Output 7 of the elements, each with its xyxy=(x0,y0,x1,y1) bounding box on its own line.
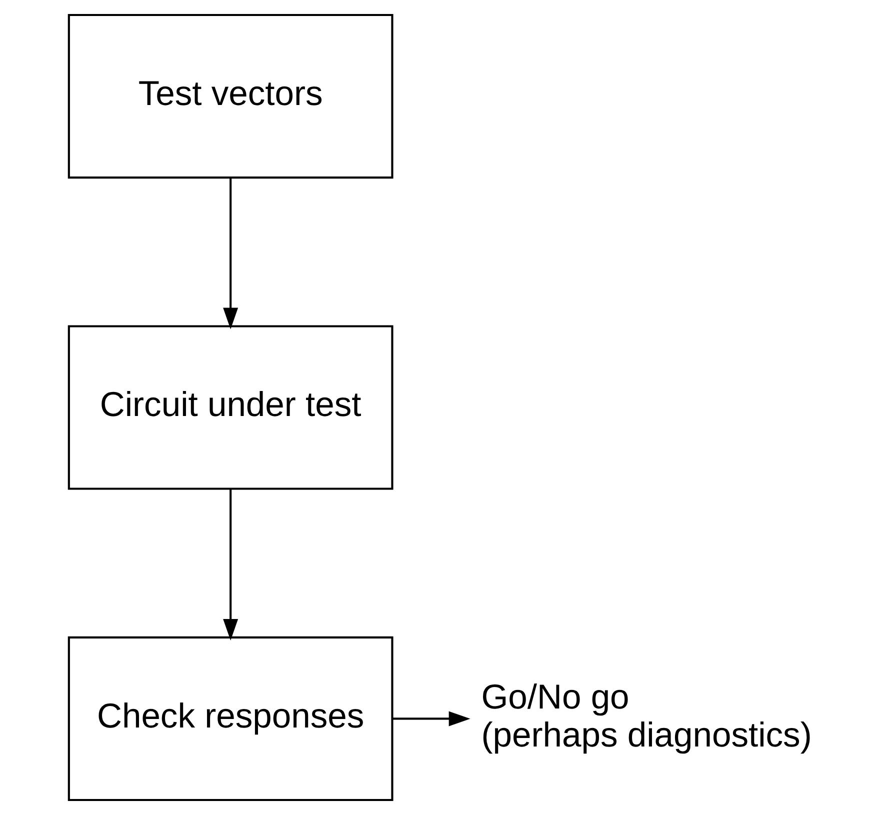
node-box: Test vectors xyxy=(67,14,393,179)
node-box: Check responses xyxy=(67,636,393,802)
arrow xyxy=(222,178,238,330)
arrow xyxy=(222,489,238,640)
node-text: Go/No go (perhaps diagnostics) xyxy=(480,678,812,754)
arrow xyxy=(392,711,470,726)
node-box: Circuit under test xyxy=(67,325,393,490)
